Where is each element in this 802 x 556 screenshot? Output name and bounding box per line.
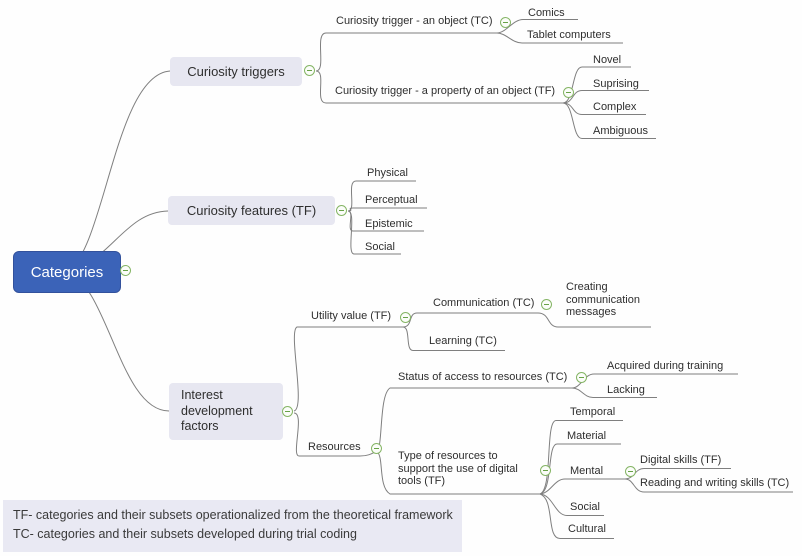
connector xyxy=(539,443,621,495)
connector xyxy=(537,312,651,328)
topic-curiosity-trigger-object[interactable]: Curiosity trigger - an object (TC) xyxy=(336,15,493,27)
minus-icon-type-of-resources[interactable] xyxy=(540,465,551,476)
connector xyxy=(539,478,625,495)
minus-icon-curiosity-triggers[interactable] xyxy=(304,65,315,76)
minus-icon-mental[interactable] xyxy=(625,466,636,477)
connector xyxy=(315,70,563,104)
topic-digital-skills[interactable]: Digital skills (TF) xyxy=(640,454,722,466)
connector xyxy=(347,207,427,212)
topic-mental[interactable]: Mental xyxy=(570,465,604,477)
connector xyxy=(496,19,578,34)
topic-cultural[interactable]: Cultural xyxy=(568,523,606,535)
connector xyxy=(402,312,538,328)
topic-lacking[interactable]: Lacking xyxy=(607,384,645,396)
connector xyxy=(624,478,793,493)
topic-utility-value[interactable]: Utility value (TF) xyxy=(311,310,392,322)
connector xyxy=(376,451,540,495)
topic-complex[interactable]: Complex xyxy=(593,101,637,113)
topic-material[interactable]: Material xyxy=(567,430,607,442)
connector xyxy=(66,70,171,273)
topic-epistemic[interactable]: Epistemic xyxy=(365,218,413,230)
topic-creating-communication-messages[interactable]: Creating communication messages xyxy=(566,281,640,319)
topic-type-of-resources[interactable]: Type of resources to support the use of … xyxy=(398,450,518,488)
topic-suprising[interactable]: Suprising xyxy=(593,78,639,90)
connector xyxy=(315,32,497,72)
topic-novel[interactable]: Novel xyxy=(593,54,622,66)
legend-note[interactable]: TF- categories and their subsets operati… xyxy=(3,500,462,552)
legend-line-tf: TF- categories and their subsets operati… xyxy=(13,508,453,522)
minus-icon-categories[interactable] xyxy=(120,265,131,276)
connector xyxy=(347,180,416,212)
topic-acquired-during-training[interactable]: Acquired during training xyxy=(607,360,724,372)
connector xyxy=(562,102,646,115)
topic-curiosity-trigger-property[interactable]: Curiosity trigger - a property of an obj… xyxy=(335,85,556,97)
minus-icon-resources[interactable] xyxy=(371,443,382,454)
topic-reading-writing-skills[interactable]: Reading and writing skills (TC) xyxy=(640,477,790,489)
topic-perceptual[interactable]: Perceptual xyxy=(365,194,418,206)
minus-icon-interest-factors[interactable] xyxy=(282,406,293,417)
topic-curiosity-triggers[interactable]: Curiosity triggers xyxy=(170,57,302,86)
connector xyxy=(376,387,572,452)
topic-social-feature[interactable]: Social xyxy=(365,241,395,253)
topic-ambiguous[interactable]: Ambiguous xyxy=(593,125,649,137)
connector xyxy=(347,210,401,255)
topic-status-of-access[interactable]: Status of access to resources (TC) xyxy=(398,371,568,383)
minus-icon-utility-value[interactable] xyxy=(400,312,411,323)
topic-physical[interactable]: Physical xyxy=(367,167,408,179)
connector xyxy=(571,387,657,398)
topic-learning[interactable]: Learning (TC) xyxy=(429,335,497,347)
connector xyxy=(539,420,623,495)
connector xyxy=(496,32,623,44)
connector xyxy=(539,493,604,516)
minus-icon-communication[interactable] xyxy=(541,299,552,310)
topic-categories[interactable]: Categories xyxy=(13,251,121,293)
connector xyxy=(562,102,656,139)
topic-temporal[interactable]: Temporal xyxy=(570,406,616,418)
topic-comics[interactable]: Comics xyxy=(528,7,565,19)
connector xyxy=(539,493,614,539)
topic-interest-development-factors[interactable]: Interest development factors xyxy=(169,383,283,440)
legend-line-tc: TC- categories and their subsets develop… xyxy=(13,527,357,541)
minus-icon-status-of-access[interactable] xyxy=(576,372,587,383)
topic-curiosity-features[interactable]: Curiosity features (TF) xyxy=(168,196,335,225)
connector xyxy=(402,326,505,351)
minus-icon-trigger-property[interactable] xyxy=(563,87,574,98)
topic-resources[interactable]: Resources xyxy=(308,441,361,453)
connector xyxy=(293,326,403,412)
connector xyxy=(562,66,631,104)
topic-communication[interactable]: Communication (TC) xyxy=(433,297,535,309)
connector xyxy=(571,373,738,389)
minus-icon-trigger-object[interactable] xyxy=(500,17,511,28)
connector xyxy=(562,90,649,104)
topic-tablet-computers[interactable]: Tablet computers xyxy=(527,29,611,41)
topic-social-resource[interactable]: Social xyxy=(570,501,600,513)
minus-icon-curiosity-features[interactable] xyxy=(336,205,347,216)
